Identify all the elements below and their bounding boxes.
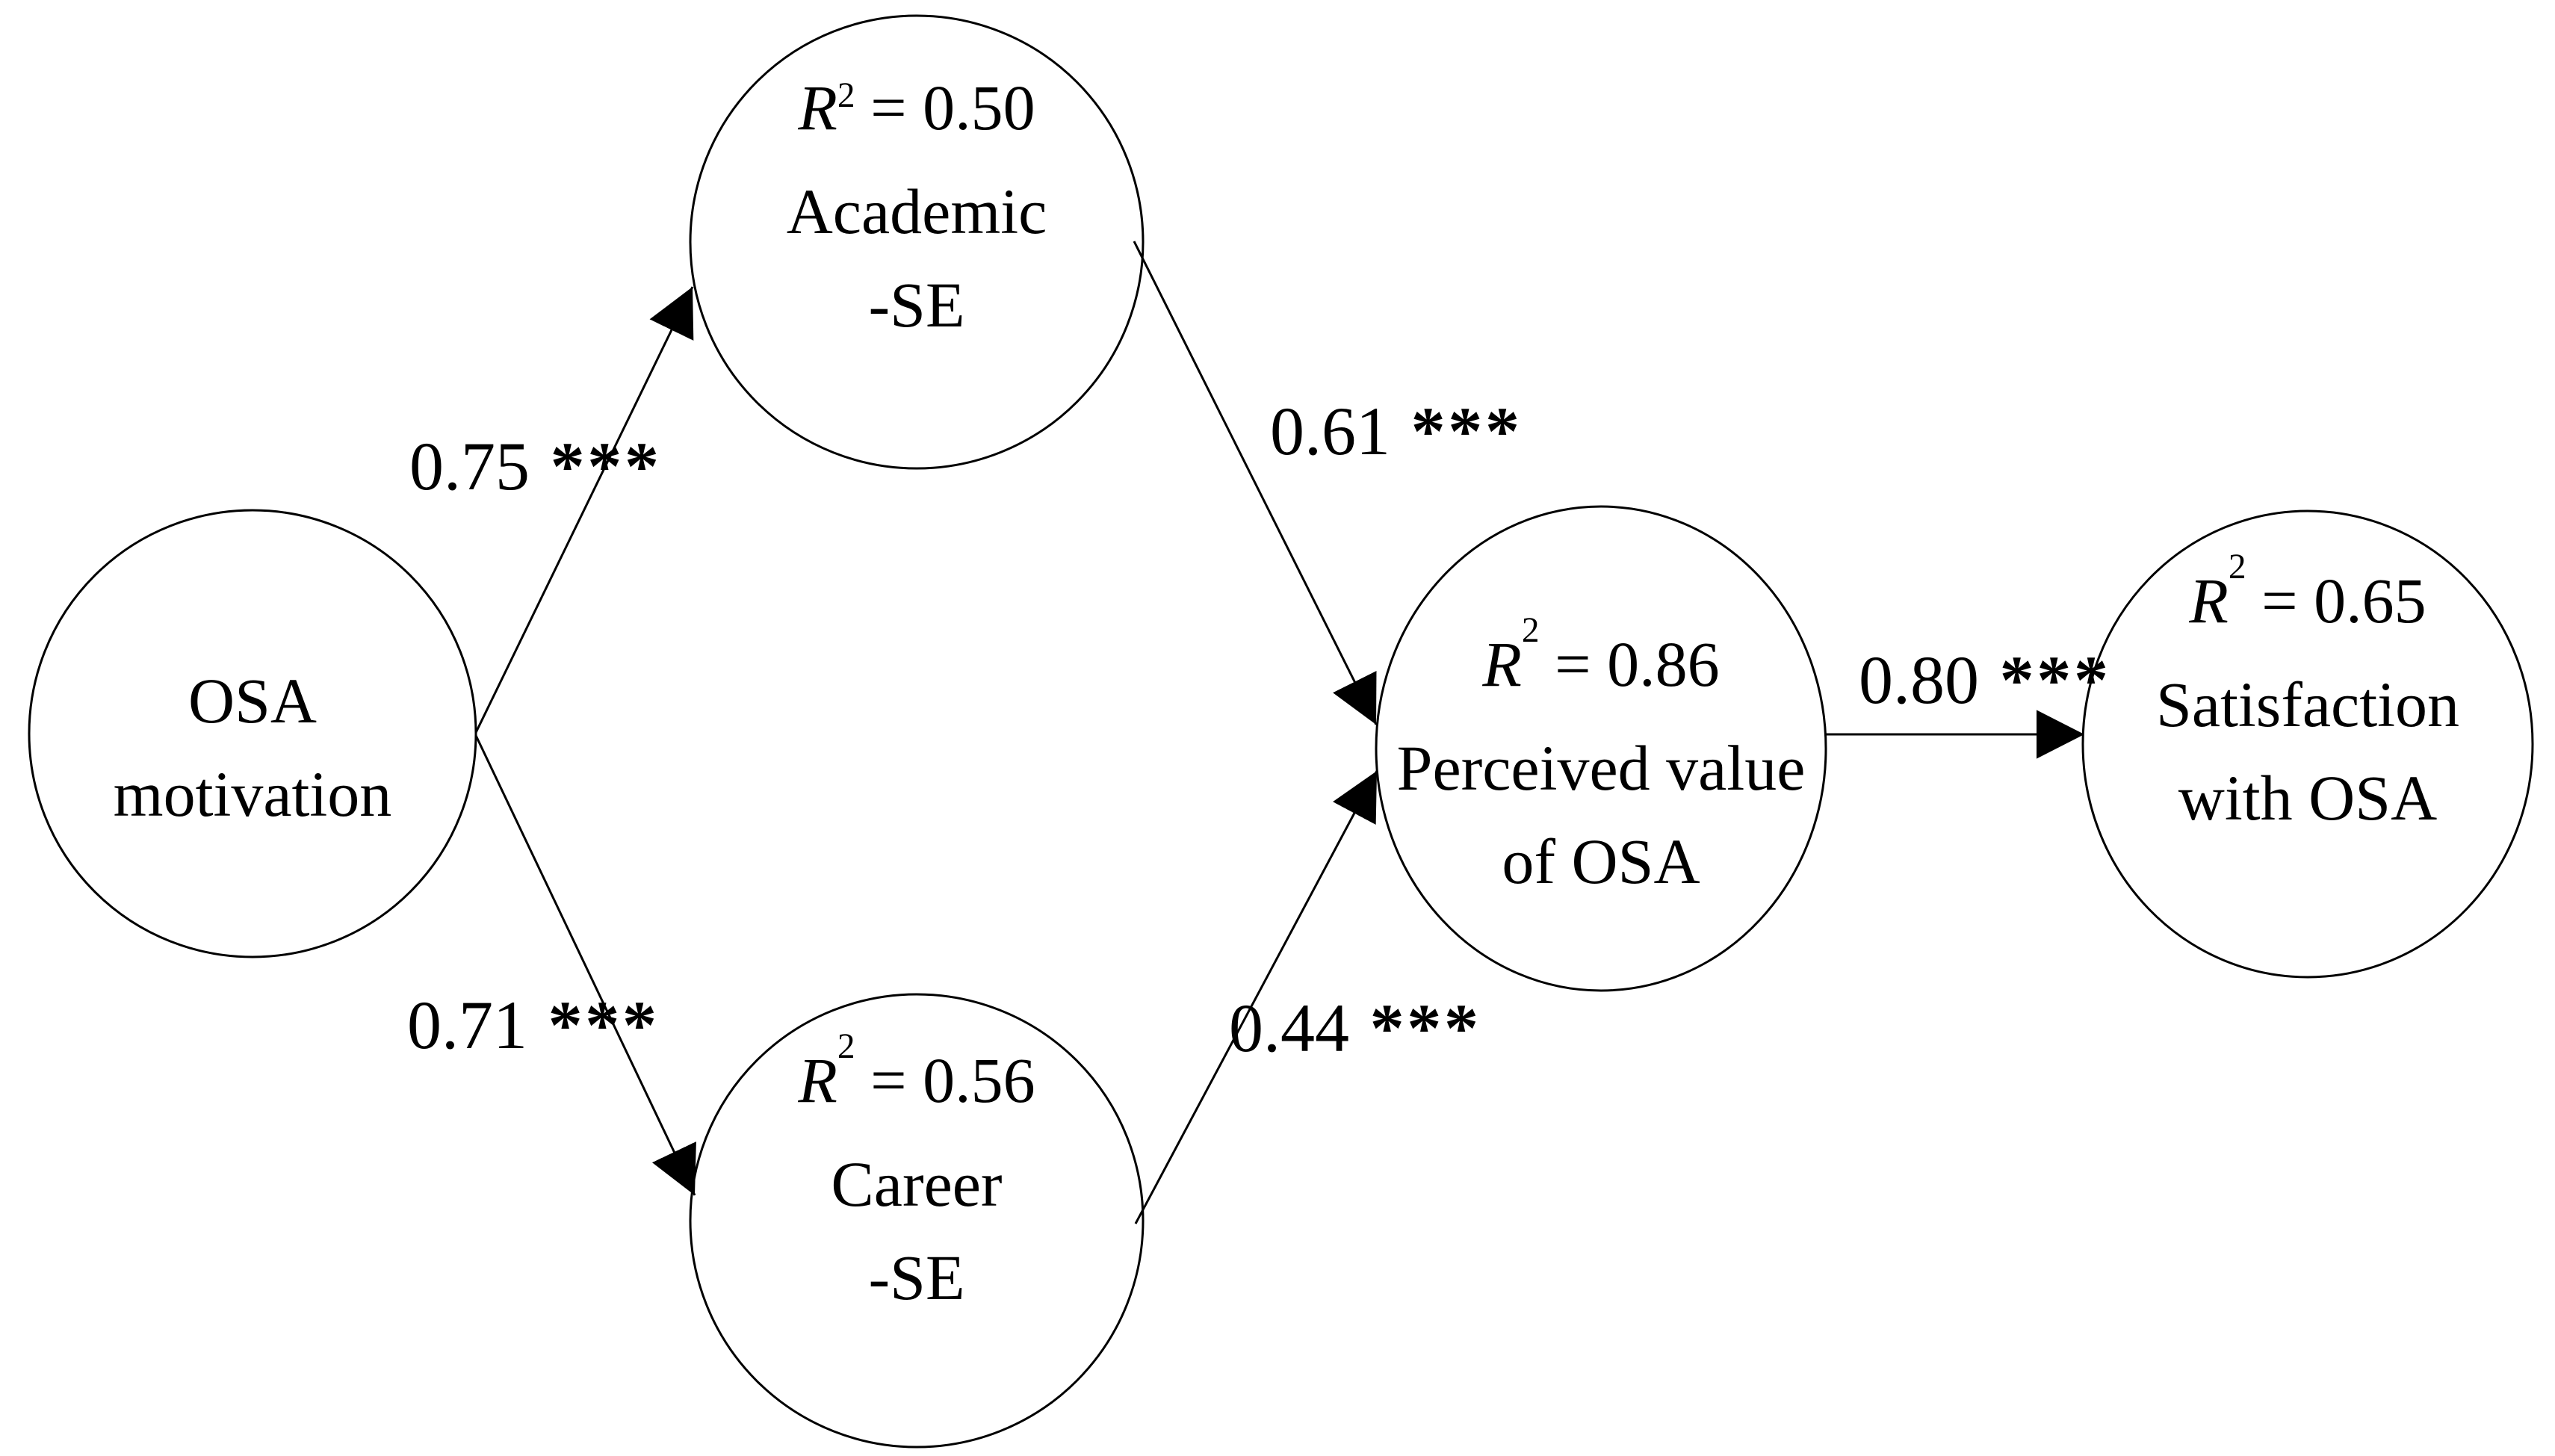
significance-stars: *** [1410,393,1523,469]
coefficient-career-perceived: 0.44*** [1229,994,1481,1062]
arrow-academic-to-perceived [1133,241,1378,725]
significance-stars: *** [1999,642,2111,718]
arrow-osa-to-academic [456,286,694,772]
coefficient-perceived-satisfaction: 0.80*** [1859,645,2111,714]
coefficient-value: 0.80 [1859,642,1979,718]
satisfaction-line2: with OSA [2178,762,2438,834]
r-squared-academic: R2= 0.50 [798,72,1035,143]
r-squared-satisfaction: R2= 0.65 [2189,547,2427,636]
coefficient-osa-academic: 0.75*** [409,432,662,501]
osa-motivation-line1: OSA [188,665,318,737]
coefficient-value: 0.44 [1229,990,1349,1066]
arrow-career-to-perceived [1134,770,1378,1224]
r-squared-perceived: R2= 0.86 [1482,610,1720,700]
satisfaction-circle [2081,509,2534,979]
node-label-satisfaction: R2= 0.65 Satisfaction with OSA [1972,547,2555,845]
coefficient-value: 0.75 [409,428,530,504]
perceived-value-line2: of OSA [1502,825,1700,897]
osa-motivation-line2: motivation [113,758,392,830]
academic-se-line1: Academic [786,176,1047,247]
career-se-line2: -SE [868,1242,965,1313]
r-squared-career: R2= 0.56 [798,1026,1035,1116]
osa-motivation-circle [28,509,477,958]
satisfaction-line1: Satisfaction [2155,669,2460,740]
perceived-value-line1: Perceived value [1396,732,1806,804]
significance-stars: *** [550,428,662,504]
node-label-academic-se: R2= 0.50 Academic -SE [580,61,1253,352]
coefficient-academic-perceived: 0.61*** [1270,397,1523,465]
coefficient-value: 0.71 [407,987,527,1063]
node-label-perceived-value: R2= 0.86 Perceived value of OSA [1265,610,1937,908]
significance-stars: *** [548,987,660,1063]
arrow-osa-to-career [456,696,696,1196]
perceived-value-circle [1375,505,1827,992]
node-label-career-se: R2= 0.56 Career -SE [580,1026,1253,1325]
career-se-circle [689,993,1145,1449]
coefficient-osa-career: 0.71*** [407,991,660,1059]
career-se-line1: Career [831,1148,1003,1220]
significance-stars: *** [1369,990,1481,1066]
academic-se-circle [689,14,1145,470]
academic-se-line2: -SE [868,269,965,341]
node-label-osa-motivation: OSA motivation [0,654,589,841]
coefficient-value: 0.61 [1270,393,1390,469]
